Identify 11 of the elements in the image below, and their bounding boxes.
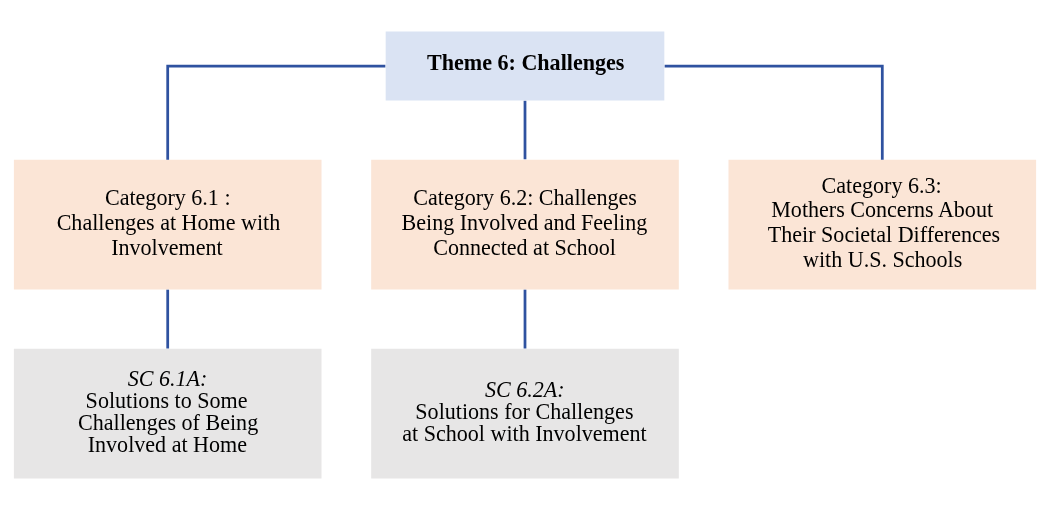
node-box: Theme 6: Challenges	[385, 31, 665, 101]
connector	[166, 64, 386, 160]
node-box: SC 6.2A: Solutions for Challenges at School with Involvement	[371, 348, 679, 479]
node-box: Category 6.1 : Challenges at Home with Involvement	[13, 159, 322, 290]
connector	[523, 100, 527, 160]
connector	[664, 64, 884, 160]
node-box: Category 6.3: Mothers Concerns About Their Societal Differences with U.S. Schools	[728, 159, 1037, 290]
connector	[523, 289, 527, 349]
node-box: Category 6.2: Challenges Being Involved and Feeling Connected at School	[371, 159, 679, 290]
connector	[166, 289, 170, 349]
node-box: SC 6.1A: Solutions to Some Challenges of Being Involved at Home	[13, 348, 322, 479]
